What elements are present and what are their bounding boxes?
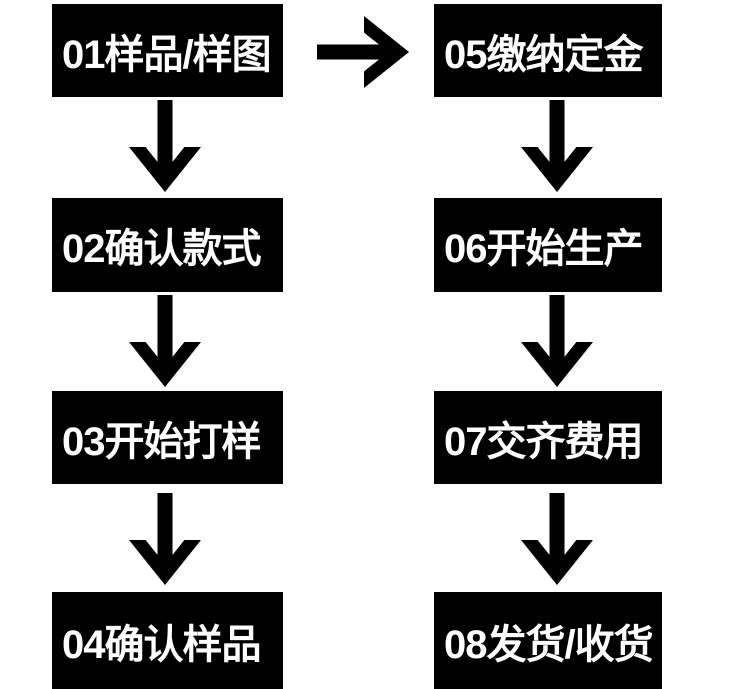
down-arrow-icon [521, 295, 593, 387]
step-box-06: 06开始生产 [434, 198, 662, 292]
right-arrow-icon [317, 16, 409, 88]
step-box-08: 08发货/收货 [434, 592, 662, 689]
step-box-03: 03开始打样 [52, 391, 283, 484]
down-arrow-icon [129, 100, 201, 192]
step-box-05: 05缴纳定金 [434, 4, 662, 97]
down-arrow-icon [521, 493, 593, 585]
step-box-07: 07交齐费用 [434, 391, 662, 484]
step-box-04: 04确认样品 [52, 592, 283, 689]
step-box-01: 01样品/样图 [52, 4, 283, 97]
down-arrow-icon [521, 100, 593, 192]
down-arrow-icon [129, 493, 201, 585]
step-box-02: 02确认款式 [52, 198, 283, 292]
down-arrow-icon [129, 295, 201, 387]
